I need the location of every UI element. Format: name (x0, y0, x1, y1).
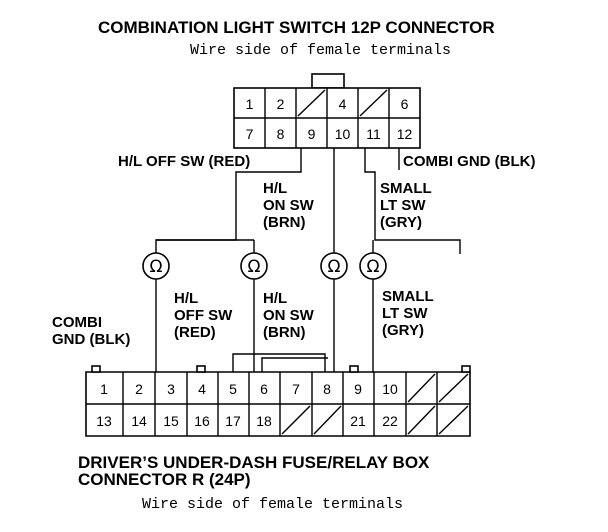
bottom-pin-label: 22 (382, 413, 398, 429)
top-pin-label: 4 (339, 96, 347, 112)
bottom-pin-label: 13 (96, 413, 112, 429)
top-pin-label: 10 (335, 126, 351, 142)
bottom-pin-label: 1 (100, 381, 108, 397)
ohmmeters: Ω Ω Ω Ω (142, 239, 387, 280)
bottom-pin-label: 3 (167, 381, 175, 397)
label-small-lt-sw-bottom: LT SW (382, 305, 428, 322)
label-hl-off-sw-top: H/L OFF SW (RED) (118, 153, 250, 170)
top-pin-3-empty (297, 89, 326, 117)
label-combi-gnd-bottom: GND (BLK) (52, 331, 130, 348)
bottom-pin-label: 15 (163, 413, 179, 429)
bottom-pin-label: 5 (229, 381, 237, 397)
bottom-pin-label: 9 (354, 381, 362, 397)
ohm-icon: Ω (248, 257, 261, 277)
bottom-pin-label: 6 (260, 381, 268, 397)
bottom-pin-label: 10 (382, 381, 398, 397)
label-small-lt-sw-top: LT SW (380, 197, 426, 214)
label-hl-on-sw-top: (BRN) (263, 214, 306, 231)
top-pin-label: 11 (366, 126, 381, 142)
label-small-lt-sw-bottom: SMALL (382, 288, 434, 305)
bottom-connector-subtitle: Wire side of female terminals (142, 496, 403, 513)
bottom-connector-tab (91, 365, 101, 373)
top-pin-label: 12 (397, 126, 413, 142)
top-connector-title: COMBINATION LIGHT SWITCH 12P CONNECTOR (98, 18, 495, 37)
bottom-connector: 1 2 3 4 5 6 7 8 9 10 13 14 15 16 17 18 2… (85, 365, 471, 437)
bottom-pin-label: 16 (194, 413, 210, 429)
bottom-connector-tab (349, 365, 359, 373)
bottom-pin-label: 4 (198, 381, 206, 397)
label-hl-off-sw-bottom: (RED) (174, 324, 216, 341)
top-connector-lock-tab (311, 73, 345, 89)
label-hl-on-sw-top: H/L (263, 180, 287, 197)
label-small-lt-sw-top: SMALL (380, 180, 432, 197)
bottom-connector-tab (461, 365, 471, 373)
ohm-icon: Ω (328, 257, 341, 277)
top-pin-label: 2 (277, 96, 285, 112)
top-pin-label: 6 (401, 96, 409, 112)
label-hl-on-sw-top: ON SW (263, 197, 315, 214)
top-pin-label: 1 (246, 96, 254, 112)
label-small-lt-sw-bottom: (GRY) (382, 322, 424, 339)
label-small-lt-sw-top: (GRY) (380, 214, 422, 231)
top-wires (155, 148, 461, 254)
label-hl-on-sw-bottom: H/L (263, 290, 287, 307)
label-hl-on-sw-bottom: (BRN) (263, 324, 306, 341)
bottom-connector-title: DRIVER’S UNDER-DASH FUSE/RELAY BOX (78, 453, 430, 472)
top-connector-subtitle: Wire side of female terminals (190, 42, 451, 59)
ohm-icon: Ω (150, 257, 163, 277)
bottom-pin-label: 8 (323, 381, 331, 397)
label-hl-off-sw-bottom: OFF SW (174, 307, 233, 324)
label-hl-on-sw-bottom: ON SW (263, 307, 315, 324)
top-pin-label: 8 (277, 126, 285, 142)
bottom-pin-label: 14 (131, 413, 147, 429)
label-hl-off-sw-bottom: H/L (174, 290, 198, 307)
bottom-connector-tab (196, 365, 206, 373)
bottom-connector-title: CONNECTOR R (24P) (78, 470, 251, 489)
top-pin-label: 7 (246, 126, 254, 142)
bottom-pin-label: 18 (256, 413, 272, 429)
bottom-pin-label: 17 (225, 413, 241, 429)
bottom-pin-label: 7 (292, 381, 300, 397)
ohm-icon: Ω (367, 257, 380, 277)
top-pin-label: 9 (308, 126, 316, 142)
label-combi-gnd-bottom: COMBI (52, 314, 102, 331)
bottom-pin-label: 21 (350, 413, 366, 429)
top-connector: 1 2 4 6 7 8 9 10 11 12 (233, 73, 421, 149)
bottom-pin-label: 2 (135, 381, 143, 397)
label-combi-gnd-top: COMBI GND (BLK) (403, 153, 535, 170)
top-pin-5-empty (359, 89, 388, 117)
